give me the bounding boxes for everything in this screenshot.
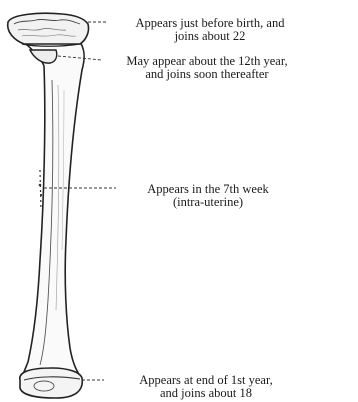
annotation-line: (intra-uterine) [118, 196, 298, 209]
tibia-bone [8, 13, 89, 398]
shaft-ossification-dot [39, 184, 42, 187]
tubercle-epiphysis [30, 50, 57, 63]
tibia-shaft [22, 42, 84, 380]
annotation-upper-epiphysis: Appears just before birth, and joins abo… [110, 17, 310, 43]
annotation-lower-epiphysis: Appears at end of 1st year, and joins ab… [106, 374, 306, 400]
shaft-ossification-dot [40, 194, 42, 196]
annotation-line: and joins about 18 [106, 387, 306, 400]
annotation-line: and joins soon thereafter [104, 68, 310, 81]
annotation-tubercle-epiphysis: May appear about the 12th year, and join… [104, 55, 310, 81]
annotation-line: joins about 22 [110, 30, 310, 43]
annotation-shaft-center: Appears in the 7th week (intra-uterine) [118, 183, 298, 209]
lower-epiphysis [20, 368, 83, 398]
shaft-ossification-center [40, 170, 41, 210]
